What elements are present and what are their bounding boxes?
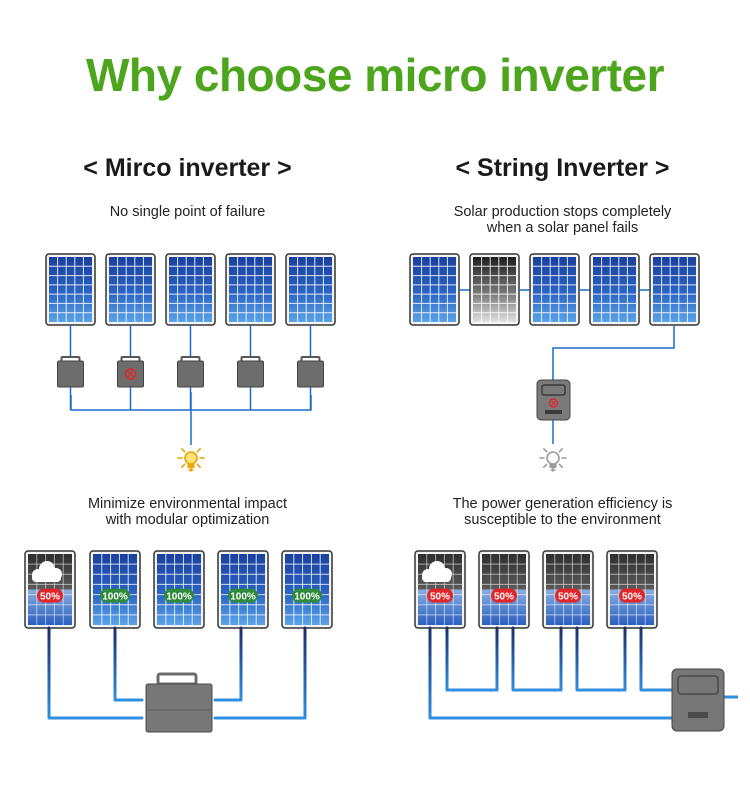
badge-label: 50% bbox=[430, 592, 450, 603]
micro-inverter bbox=[297, 356, 324, 388]
micro-solar-panel bbox=[45, 253, 96, 326]
string-solar-panel bbox=[409, 253, 460, 326]
string-dc-wire bbox=[575, 626, 627, 692]
string-wire bbox=[552, 325, 675, 380]
micro-inverter-heading: < Mirco inverter > bbox=[83, 154, 292, 182]
micro-top-caption: No single point of failure bbox=[109, 204, 266, 220]
micro-inverter-faulty bbox=[117, 356, 144, 388]
string-inverter-faulty bbox=[536, 379, 571, 421]
efficiency-badge: 50% bbox=[37, 588, 63, 603]
string-dc-wire bbox=[639, 626, 674, 692]
efficiency-badge: 50% bbox=[619, 588, 645, 603]
badge-label: 100% bbox=[166, 592, 192, 603]
badge-label: 50% bbox=[40, 592, 60, 603]
micro-dc-wire bbox=[113, 626, 144, 702]
string-dc-wire bbox=[511, 626, 563, 692]
efficiency-badge: 100% bbox=[164, 588, 194, 603]
micro-dc-wire bbox=[213, 626, 243, 702]
micro-dc-wire bbox=[213, 626, 307, 720]
micro-solar-panel bbox=[165, 253, 216, 326]
efficiency-badge: 50% bbox=[491, 588, 517, 603]
efficiency-badge: 100% bbox=[292, 588, 322, 603]
page-title: Why choose micro inverter bbox=[86, 49, 665, 101]
dark-solar-panel bbox=[542, 550, 594, 629]
efficiency-badge: 100% bbox=[228, 588, 258, 603]
micro-dc-wire bbox=[47, 626, 144, 720]
error-x-icon bbox=[548, 398, 559, 408]
string-dc-wire bbox=[445, 626, 499, 692]
cloud-icon bbox=[422, 561, 452, 582]
micro-solar-panel bbox=[105, 253, 156, 326]
badge-label: 100% bbox=[230, 592, 256, 603]
micro-solar-panel bbox=[225, 253, 276, 326]
efficiency-badge: 100% bbox=[100, 588, 130, 603]
lightbulb-off-icon bbox=[539, 448, 567, 472]
cloud-icon bbox=[32, 561, 62, 582]
string-solar-panel bbox=[529, 253, 580, 326]
string-inverter-heading: < String Inverter > bbox=[455, 154, 670, 182]
badge-label: 100% bbox=[294, 592, 320, 603]
micro-solar-panel bbox=[285, 253, 336, 326]
micro-inverter bbox=[57, 356, 84, 388]
failed-solar-panel bbox=[469, 253, 520, 326]
micro-inverter-unit bbox=[145, 672, 213, 733]
badge-label: 50% bbox=[558, 592, 578, 603]
lightbulb-on-icon bbox=[177, 448, 205, 472]
string-solar-panel bbox=[649, 253, 700, 326]
badge-label: 50% bbox=[622, 592, 642, 603]
string-inverter-unit bbox=[671, 668, 725, 732]
badge-label: 50% bbox=[494, 592, 514, 603]
micro-inverter bbox=[177, 356, 204, 388]
string-dc-wire bbox=[428, 626, 674, 720]
micro-inverter bbox=[237, 356, 264, 388]
string-solar-panel bbox=[589, 253, 640, 326]
efficiency-badge: 50% bbox=[427, 588, 453, 603]
efficiency-badge: 50% bbox=[555, 588, 581, 603]
error-x-icon bbox=[124, 368, 137, 380]
badge-label: 100% bbox=[102, 592, 128, 603]
